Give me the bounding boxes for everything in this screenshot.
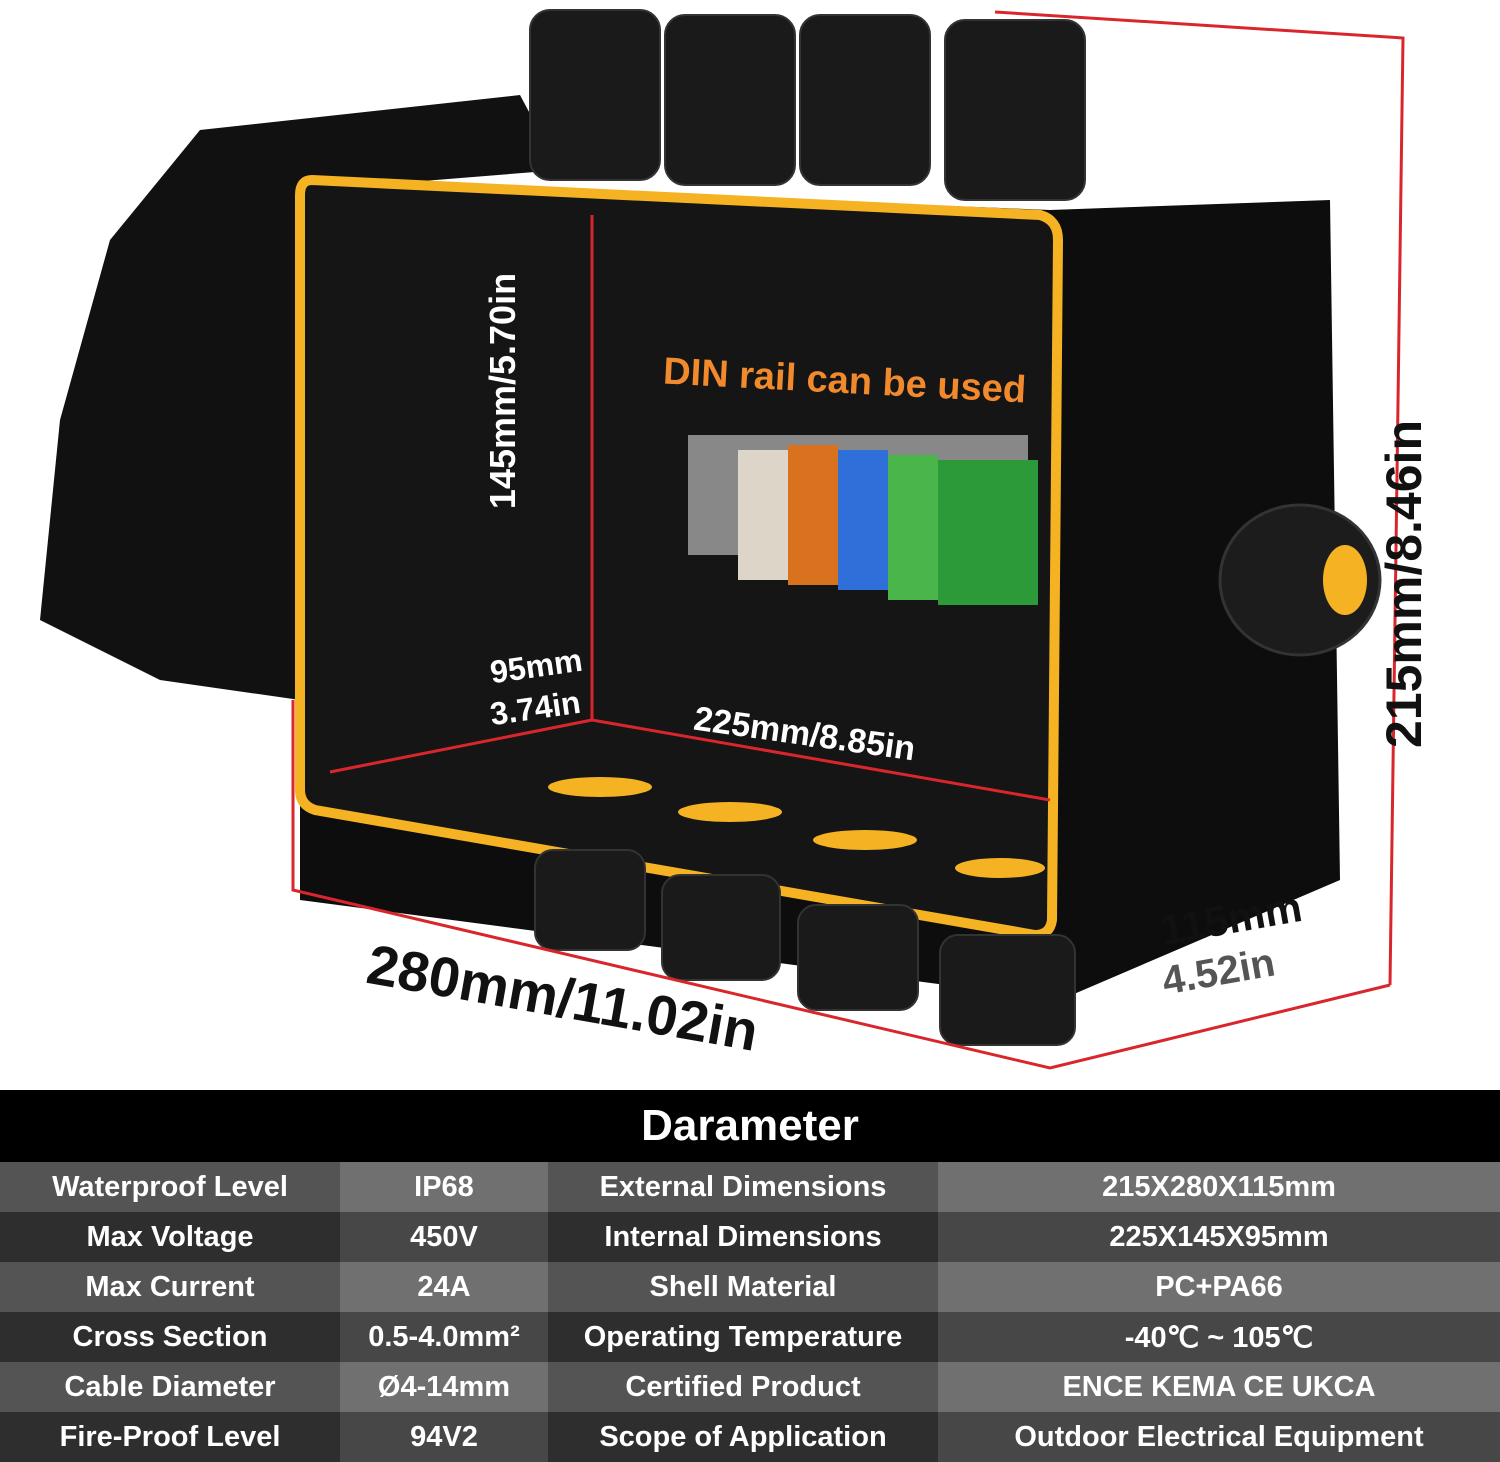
parameter-value: 225X145X95mm — [938, 1212, 1500, 1262]
outer-height-label: 215mm/8.46in — [1375, 420, 1432, 748]
parameter-value: Outdoor Electrical Equipment — [938, 1412, 1500, 1462]
din-rail-terminals — [688, 435, 1038, 605]
parameter-value: PC+PA66 — [938, 1262, 1500, 1312]
dimension-lines — [291, 10, 1405, 1070]
parameter-value: 215X280X115mm — [938, 1162, 1500, 1212]
parameter-name: Cable Diameter — [0, 1362, 340, 1412]
parameter-value: 0.5-4.0mm² — [340, 1312, 548, 1362]
parameter-name: External Dimensions — [548, 1162, 938, 1212]
bottom-holes — [548, 777, 1045, 878]
parameter-value: 450V — [340, 1212, 548, 1262]
inner-height-label: 145mm/5.70in — [482, 272, 524, 510]
parameter-name: Max Current — [0, 1262, 340, 1312]
parameter-name: Waterproof Level — [0, 1162, 340, 1212]
parameter-value: -40℃ ~ 105℃ — [938, 1312, 1500, 1362]
top-cable-glands — [529, 9, 1086, 201]
junction-box-drawing — [40, 9, 1405, 1070]
parameter-value: ENCE KEMA CE UKCA — [938, 1362, 1500, 1412]
parameter-name: Fire-Proof Level — [0, 1412, 340, 1462]
parameter-value: Ø4-14mm — [340, 1362, 548, 1412]
parameter-name: Shell Material — [548, 1262, 938, 1312]
parameter-name: Internal Dimensions — [548, 1212, 938, 1262]
junction-box-illustration: DIN rail can be used 145mm/5.70in 95mm 3… — [40, 9, 1432, 1070]
parameter-value: IP68 — [340, 1162, 548, 1212]
parameter-value: 94V2 — [340, 1412, 548, 1462]
side-cable-gland — [1218, 503, 1382, 657]
parameter-name: Max Voltage — [0, 1212, 340, 1262]
parameter-value: 24A — [340, 1262, 548, 1312]
parameter-name: Certified Product — [548, 1362, 938, 1412]
parameter-name: Scope of Application — [548, 1412, 938, 1462]
table-title: Darameter — [641, 1101, 859, 1150]
bottom-cable-glands — [534, 849, 1076, 1046]
parameter-name: Operating Temperature — [548, 1312, 938, 1362]
parameter-name: Cross Section — [0, 1312, 340, 1362]
